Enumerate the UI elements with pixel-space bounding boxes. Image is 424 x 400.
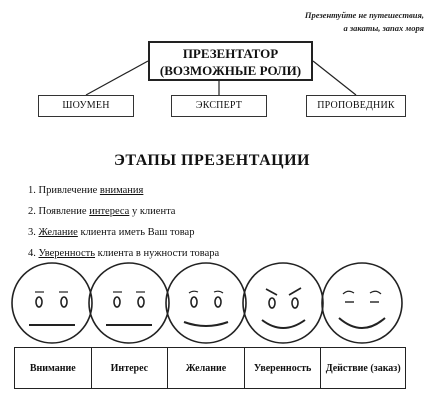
stage-item: 4. Уверенность клиента в нужности товара [28,248,220,259]
stage-label-attention: Внимание [15,348,92,388]
presenter-title: ПРЕЗЕНТАТОР [182,46,279,61]
happy-face-icon [321,262,403,344]
stage-label-confidence: Уверенность [245,348,322,388]
connector-left [85,60,149,96]
role-preacher: ПРОПОВЕДНИК [306,95,406,117]
presenter-box: ПРЕЗЕНТАТОР (ВОЗМОЖНЫЕ РОЛИ) [148,41,313,81]
stage-label-action: Действие (заказ) [325,362,401,374]
epigraph-line-2: а закаты, запах моря [343,23,424,33]
neutral-face-icon [88,262,170,344]
connector-right [312,60,357,96]
presenter-subtitle: (ВОЗМОЖНЫЕ РОЛИ) [159,63,302,78]
roles-diagram: ПРЕЗЕНТАТОР (ВОЗМОЖНЫЕ РОЛИ) ШОУМЕН ЭКСП… [0,0,424,130]
stages-title: ЭТАПЫ ПРЕЗЕНТАЦИИ [114,152,310,169]
faces-row [11,262,403,344]
stage-item: 2. Появление интереса у клиента [28,206,176,217]
stage-label-desire: Желание [168,348,245,388]
role-showman: ШОУМЕН [38,95,134,117]
stages-list: 1. Привлечение внимания 2. Появление инт… [28,184,408,268]
stage-label-interest: Интерес [92,348,169,388]
role-expert: ЭКСПЕРТ [171,95,267,117]
determined-face-icon [242,262,324,344]
roles-connectors [85,60,357,96]
epigraph-line-1: Презентуйте не путешествия, [304,10,424,20]
stage-item: 3. Желание клиента иметь Ваш товар [28,227,195,238]
neutral-face-icon [11,262,93,344]
stage-item: 1. Привлечение внимания [28,185,144,196]
epigraph-quote: Презентуйте не путешествия, а закаты, за… [224,9,424,35]
slight-smile-face-icon [165,262,247,344]
stage-labels-table: Внимание Интерес Желание Уверенность Дей… [14,347,406,389]
